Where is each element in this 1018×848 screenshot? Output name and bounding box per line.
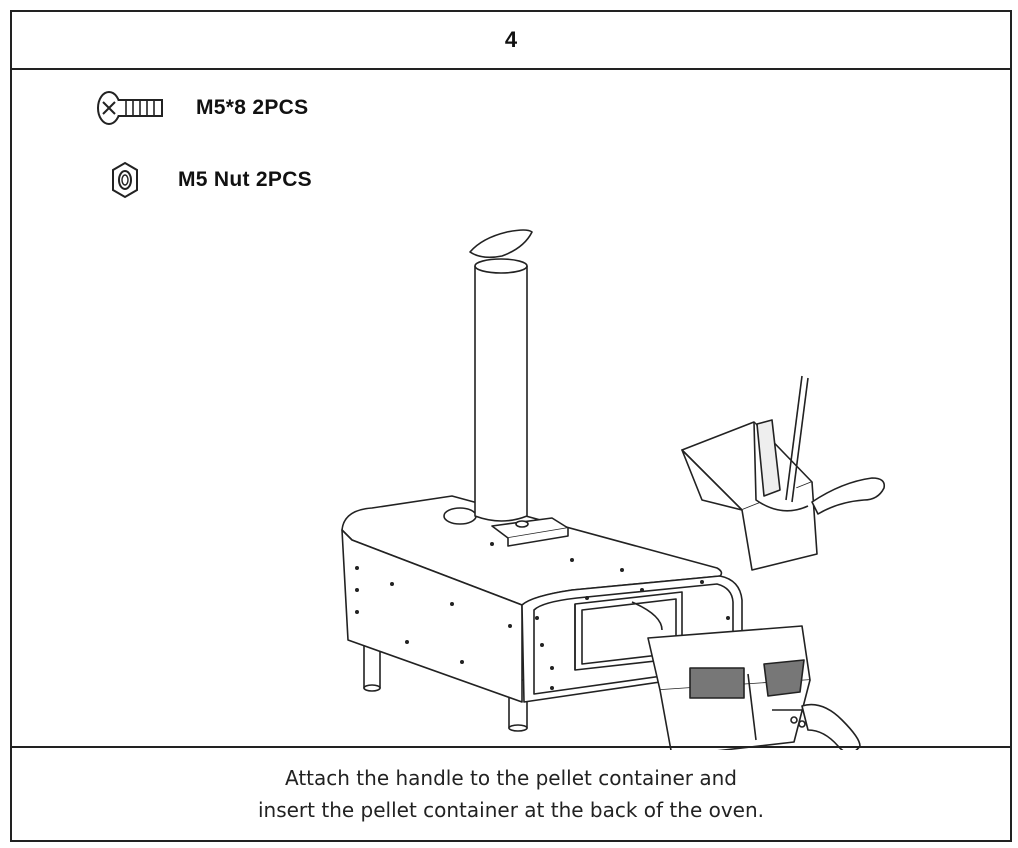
part-label-screw: M5*8 2PCS xyxy=(196,96,309,119)
pellet-container-installed xyxy=(647,625,861,750)
part-label-nut: M5 Nut 2PCS xyxy=(178,168,312,191)
instruction-line-2: insert the pellet container at the back … xyxy=(257,798,765,822)
step-number: 4 xyxy=(504,27,518,52)
instruction-line-1: Attach the handle to the pellet containe… xyxy=(285,766,737,790)
instruction-step-panel: 4 M5*8 2PCS M5 Nut 2PCS xyxy=(10,10,1012,842)
chimney-base xyxy=(443,507,569,547)
pellet-container-exploded xyxy=(681,375,886,571)
step-header: 4 xyxy=(12,12,1010,70)
oven-legs xyxy=(363,639,528,732)
part-item-nut: M5 Nut 2PCS xyxy=(110,160,312,200)
chimney-pipe xyxy=(469,229,533,522)
nut-icon xyxy=(112,161,138,199)
instruction-text: Attach the handle to the pellet containe… xyxy=(12,746,1010,840)
pizza-oven-assembly-illustration xyxy=(341,229,886,750)
screw-icon xyxy=(97,91,163,125)
part-item-screw: M5*8 2PCS xyxy=(96,88,308,128)
